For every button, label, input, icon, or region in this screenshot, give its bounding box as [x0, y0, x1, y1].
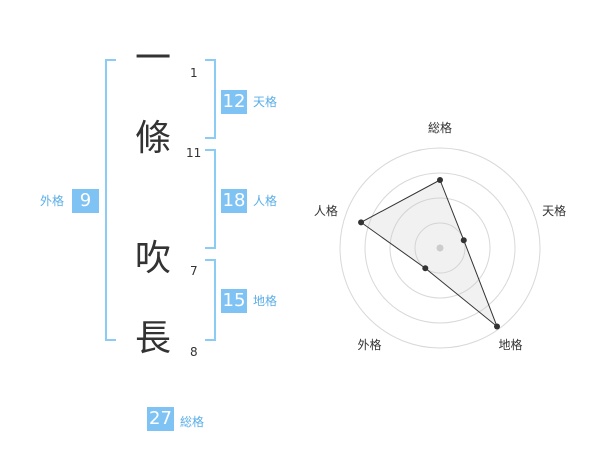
name-char-3: 吹 [134, 238, 171, 279]
radar-grid-ring [364, 172, 516, 324]
radar-center-dot [436, 244, 444, 252]
radar-point [358, 219, 365, 226]
gaikaku-label: 外格 [40, 194, 65, 208]
radar-grid-ring [389, 197, 491, 299]
stroke-count-3: 7 [190, 264, 198, 278]
jinkaku-value: 18 [221, 189, 247, 213]
tenkaku-bracket [205, 59, 216, 139]
gaikaku-bracket [105, 59, 116, 341]
chikaku-label: 地格 [253, 294, 278, 308]
radar-axis-label: 人格 [314, 203, 338, 218]
radar-axis-label: 外格 [357, 337, 381, 352]
name-char-1: 一 [134, 38, 171, 79]
stroke-count-4: 8 [190, 345, 198, 359]
radar-point [494, 323, 501, 330]
soukaku-value: 27 [147, 407, 174, 431]
chikaku-bracket [205, 259, 216, 341]
gaikaku-value: 9 [72, 189, 99, 213]
radar-series-polygon [360, 179, 499, 329]
name-char-4: 長 [134, 318, 171, 359]
radar-grid-ring [339, 147, 541, 349]
radar-point [422, 265, 429, 272]
jinkaku-bracket [205, 149, 216, 249]
radar-point [437, 177, 443, 183]
radar-axis-label: 天格 [542, 203, 566, 218]
stroke-count-2: 11 [186, 146, 202, 160]
jinkaku-label: 人格 [253, 194, 278, 208]
tenkaku-value: 12 [221, 90, 247, 114]
soukaku-label: 総格 [180, 415, 205, 429]
radar-grid-ring [414, 222, 466, 274]
radar-axis-label: 地格 [499, 337, 523, 352]
name-char-2: 條 [134, 118, 171, 159]
radar-point [460, 237, 467, 244]
tenkaku-label: 天格 [253, 95, 278, 109]
radar-axis-label: 総格 [428, 120, 452, 135]
stroke-count-1: 1 [190, 66, 198, 80]
chikaku-value: 15 [221, 289, 247, 313]
